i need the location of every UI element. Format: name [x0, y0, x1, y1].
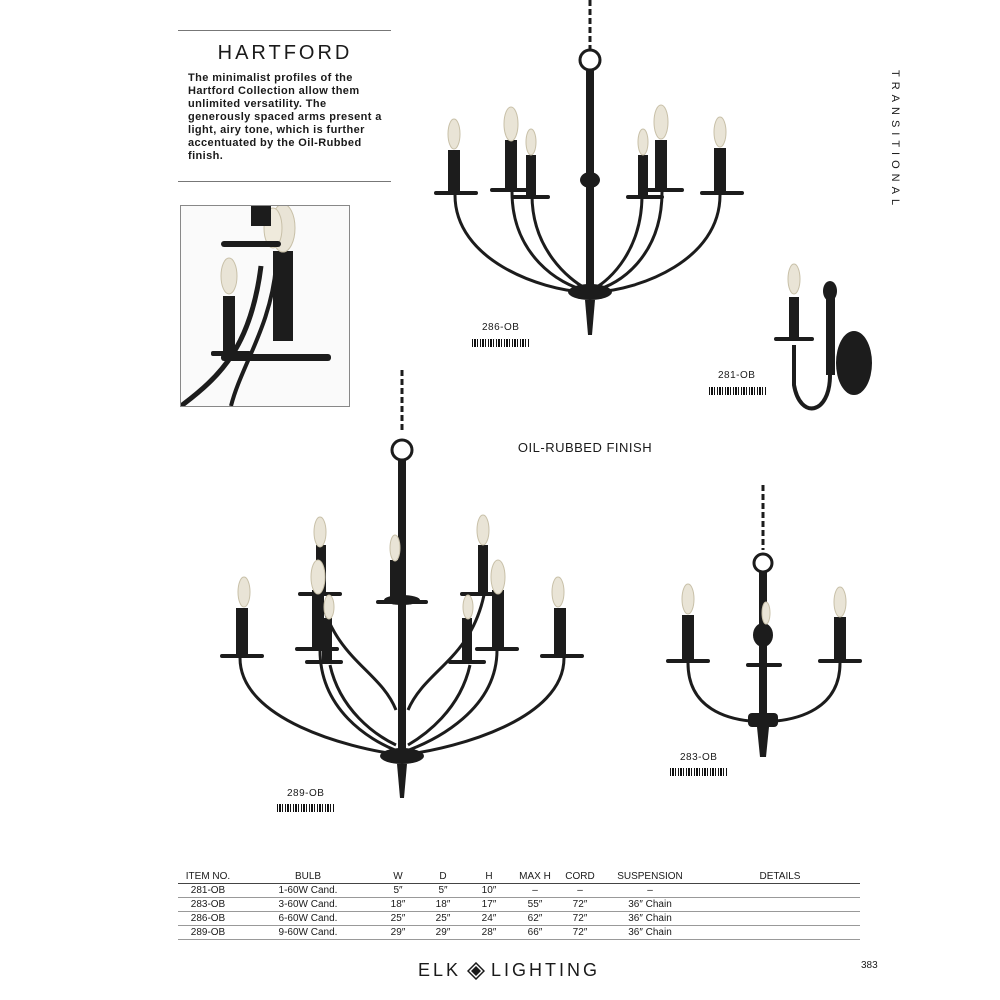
- cell-cord: 72″: [560, 911, 600, 926]
- sconce-281-image: [774, 263, 872, 411]
- cell-bulb: 1-60W Cand.: [238, 883, 378, 898]
- header-w: W: [378, 871, 418, 884]
- cell-cord: –: [560, 883, 600, 898]
- cell-suspension: 36″ Chain: [600, 911, 700, 926]
- table-header-row: ITEM NO. BULB W D H MAX H CORD SUSPENSIO…: [178, 871, 860, 884]
- detail-closeup-image: [181, 206, 331, 406]
- cell-cord: 72″: [560, 925, 600, 940]
- collection-description: The minimalist profiles of the Hartford …: [188, 72, 382, 162]
- brand-right: LIGHTING: [491, 960, 601, 980]
- brand-logo: ELK LIGHTING: [418, 960, 600, 981]
- cell-suspension: 36″ Chain: [600, 925, 700, 940]
- cell-item: 286-OB: [178, 911, 238, 926]
- barcode-283: [670, 768, 728, 776]
- spec-table: ITEM NO. BULB W D H MAX H CORD SUSPENSIO…: [178, 871, 860, 940]
- cell-details: [700, 897, 860, 912]
- collection-title: HARTFORD: [217, 42, 353, 64]
- cell-item: 283-OB: [178, 897, 238, 912]
- header-bulb: BULB: [238, 871, 378, 884]
- cell-suspension: 36″ Chain: [600, 897, 700, 912]
- header-details: DETAILS: [700, 871, 860, 884]
- sku-label: 281-OB: [718, 370, 756, 381]
- sku-label: 283-OB: [680, 752, 718, 763]
- table-row: 289-OB 9-60W Cand. 29″ 29″ 28″ 66″ 72″ 3…: [178, 925, 860, 940]
- cell-d: 18″: [418, 897, 468, 912]
- page-number: 383: [861, 960, 878, 971]
- cell-max-h: 55″: [510, 897, 560, 912]
- chandelier-289-image: [220, 370, 584, 798]
- cell-max-h: 66″: [510, 925, 560, 940]
- cell-h: 10″: [468, 883, 510, 898]
- cell-bulb: 3-60W Cand.: [238, 897, 378, 912]
- barcode-289: [277, 804, 335, 812]
- cell-bulb: 9-60W Cand.: [238, 925, 378, 940]
- chandelier-283-image: [666, 485, 862, 757]
- header-cord: CORD: [560, 871, 600, 884]
- cell-w: 18″: [378, 897, 418, 912]
- cell-cord: 72″: [560, 897, 600, 912]
- cell-max-h: 62″: [510, 911, 560, 926]
- header-suspension: SUSPENSION: [600, 871, 700, 884]
- table-row: 281-OB 1-60W Cand. 5″ 5″ 10″ – – –: [178, 883, 860, 898]
- cell-suspension: –: [600, 883, 700, 898]
- cell-item: 281-OB: [178, 883, 238, 898]
- cell-d: 29″: [418, 925, 468, 940]
- cell-w: 5″: [378, 883, 418, 898]
- cell-bulb: 6-60W Cand.: [238, 911, 378, 926]
- cell-max-h: –: [510, 883, 560, 898]
- barcode-286: [472, 339, 530, 347]
- header-max-h: MAX H: [510, 871, 560, 884]
- sku-label: 286-OB: [482, 322, 520, 333]
- sku-label: 289-OB: [287, 788, 325, 799]
- chandelier-286-image: [434, 0, 744, 335]
- cell-w: 25″: [378, 911, 418, 926]
- cell-item: 289-OB: [178, 925, 238, 940]
- finish-label: OIL-RUBBED FINISH: [517, 440, 653, 455]
- header-d: D: [418, 871, 468, 884]
- header-item-no: ITEM NO.: [178, 871, 238, 884]
- barcode-281: [709, 387, 767, 395]
- cell-details: [700, 883, 860, 898]
- cell-h: 24″: [468, 911, 510, 926]
- table-row: 286-OB 6-60W Cand. 25″ 25″ 24″ 62″ 72″ 3…: [178, 911, 860, 926]
- diamond-logo-icon: [467, 961, 486, 980]
- cell-details: [700, 911, 860, 926]
- cell-d: 25″: [418, 911, 468, 926]
- style-side-label: TRANSITIONAL: [889, 70, 901, 211]
- description-rule: [178, 181, 391, 182]
- cell-h: 28″: [468, 925, 510, 940]
- brand-left: ELK: [418, 960, 462, 980]
- top-rule: [178, 30, 391, 31]
- cell-h: 17″: [468, 897, 510, 912]
- cell-d: 5″: [418, 883, 468, 898]
- cell-details: [700, 925, 860, 940]
- header-h: H: [468, 871, 510, 884]
- detail-photo: [180, 205, 350, 407]
- cell-w: 29″: [378, 925, 418, 940]
- table-row: 283-OB 3-60W Cand. 18″ 18″ 17″ 55″ 72″ 3…: [178, 897, 860, 912]
